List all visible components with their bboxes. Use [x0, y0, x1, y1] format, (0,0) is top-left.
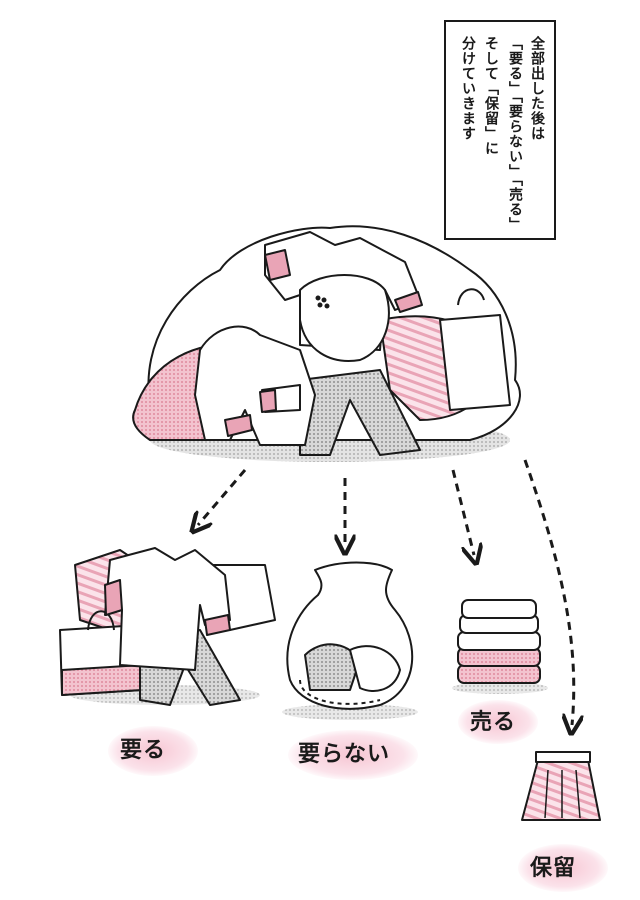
sell-stack: [452, 599, 548, 694]
sorting-arrows: [198, 459, 574, 725]
caption-box: 全部出した後は 「要る」「要らない」「売る」 そして「保留」に 分けていきます: [444, 20, 556, 240]
label-hold: 保留: [530, 856, 577, 881]
hold-skirt: [521, 751, 601, 821]
keep-pile: [59, 547, 276, 706]
discard-bag: [282, 561, 418, 720]
caption-line-3: そして「保留」に: [483, 36, 499, 156]
label-highlight-keep: [108, 726, 198, 776]
label-sell: 売る: [470, 710, 517, 735]
caption-line-2: 「要る」「要らない」「売る」: [507, 36, 523, 232]
label-highlight-discard: [288, 730, 418, 780]
clothes-pile: [132, 225, 521, 462]
label-keep: 要る: [120, 738, 167, 763]
caption-line-4: 分けていきます: [460, 36, 476, 141]
caption-line-1: 全部出した後は: [529, 36, 545, 141]
label-highlight-hold: [518, 844, 608, 892]
label-highlight-sell: [458, 700, 538, 744]
label-discard: 要らない: [298, 742, 391, 767]
